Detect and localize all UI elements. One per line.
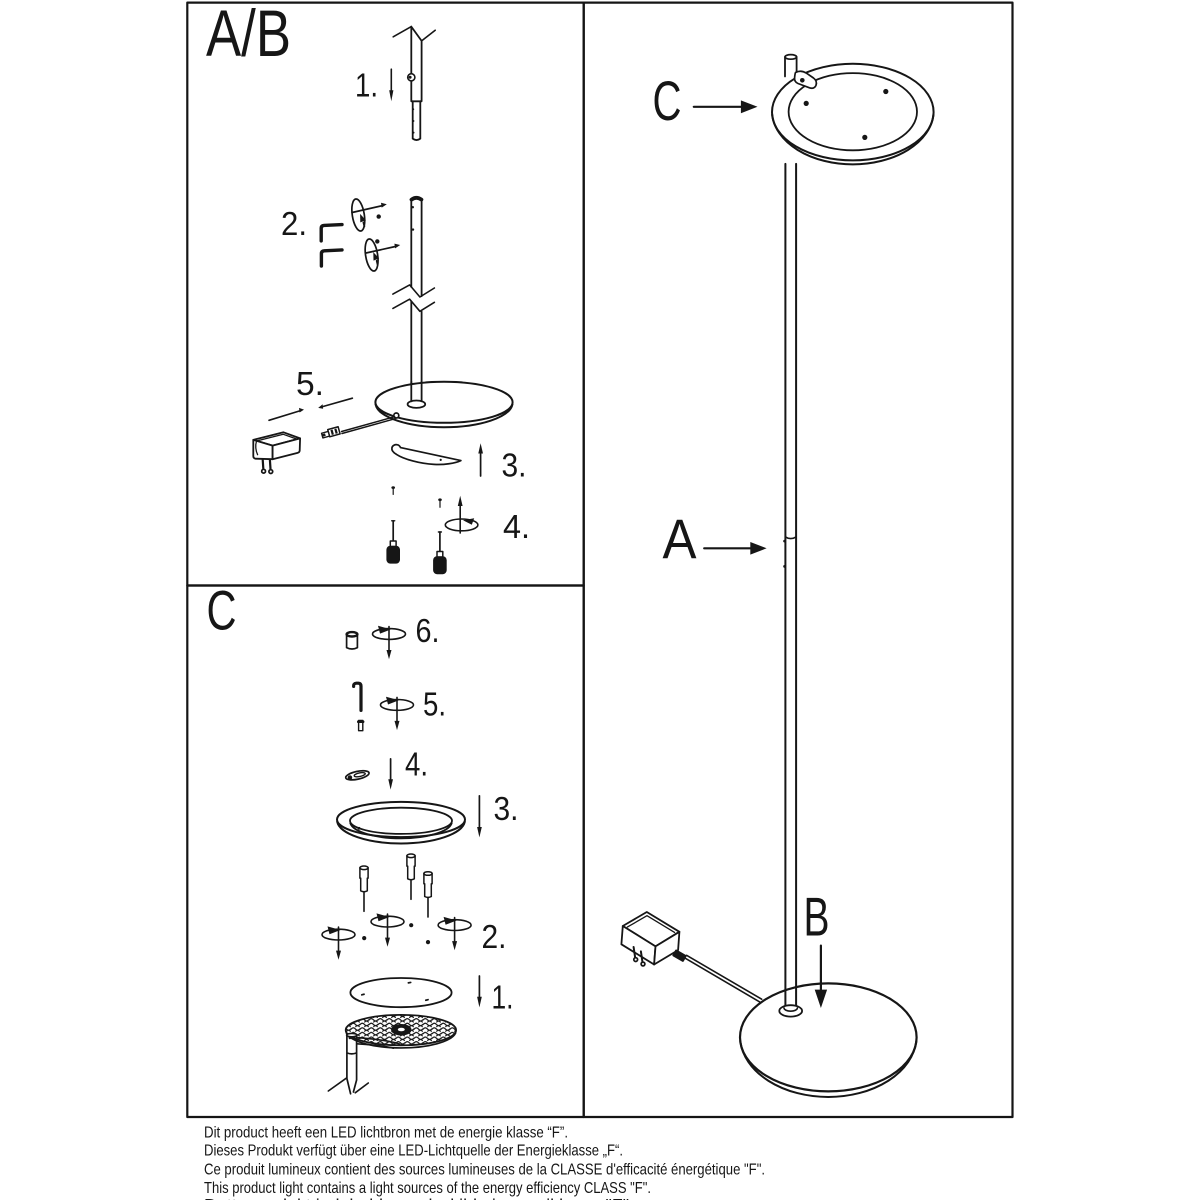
svg-text:B: B [804, 886, 830, 948]
svg-text:1.: 1. [492, 979, 514, 1016]
svg-text:4.: 4. [503, 508, 530, 545]
svg-text:C: C [653, 69, 682, 132]
svg-text:3.: 3. [494, 790, 519, 827]
svg-text:1.: 1. [355, 67, 378, 104]
svg-text:5.: 5. [423, 686, 446, 723]
svg-text:2.: 2. [281, 205, 307, 242]
svg-text:3.: 3. [502, 447, 527, 484]
svg-text:5.: 5. [296, 365, 324, 402]
svg-text:6.: 6. [416, 612, 440, 649]
svg-text:Dette produkt indeholder en ly: Dette produkt indeholder en lyskilde i e… [204, 1197, 634, 1200]
svg-text:A/B: A/B [206, 0, 291, 70]
svg-text:A: A [663, 507, 698, 570]
svg-text:C: C [207, 579, 237, 642]
svg-text:This product light contains a: This product light contains a light sour… [204, 1180, 651, 1197]
svg-text:Dieses Produkt verfügt über ei: Dieses Produkt verfügt über eine LED-Lic… [204, 1143, 623, 1160]
svg-text:2.: 2. [482, 918, 507, 955]
svg-text:Ce produit lumineux contient d: Ce produit lumineux contient des sources… [204, 1162, 765, 1179]
svg-text:4.: 4. [405, 745, 428, 782]
svg-text:Dit product heeft een LED lich: Dit product heeft een LED lichtbron met … [204, 1124, 568, 1141]
